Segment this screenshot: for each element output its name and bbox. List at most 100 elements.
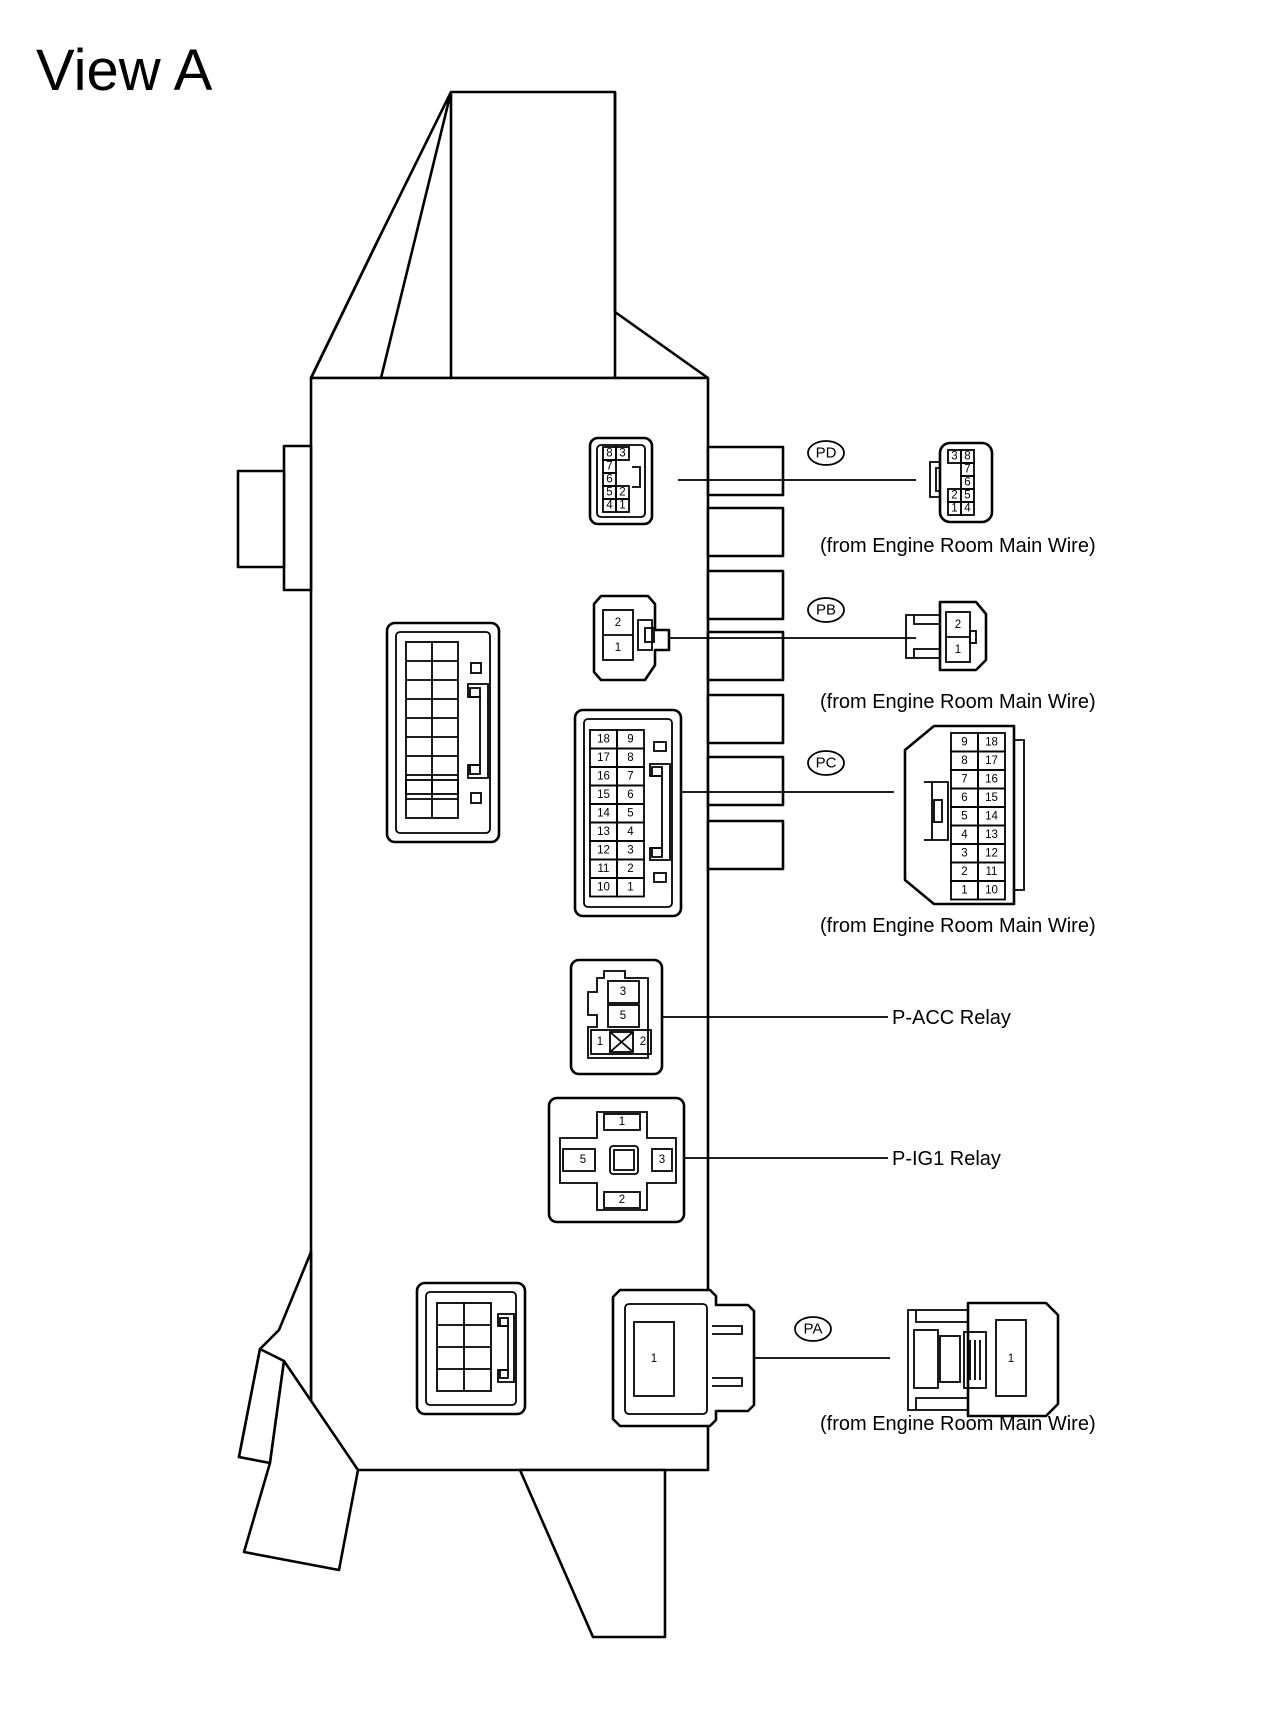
pc-box-pin-label: 3 xyxy=(627,844,633,856)
svg-text:1: 1 xyxy=(651,1353,657,1365)
pd-box-pin-label: 1 xyxy=(619,500,625,512)
pc-plug-pin-label: 3 xyxy=(961,847,967,859)
pc-plug-pin-label: 6 xyxy=(961,792,967,804)
svg-text:2: 2 xyxy=(619,1194,625,1206)
svg-text:1: 1 xyxy=(619,1116,625,1128)
pc-plug-pin-label: 14 xyxy=(985,810,998,822)
pc-box-pin-label: 2 xyxy=(627,863,633,875)
connector-pc-source: (from Engine Room Main Wire) xyxy=(820,915,1096,937)
pc-box-pin-label: 14 xyxy=(597,807,610,819)
pd-box-pin-label: 4 xyxy=(606,500,613,512)
pc-box-pin-label: 13 xyxy=(597,826,610,838)
pc-box-pin-label: 4 xyxy=(627,826,634,838)
pc-box-pin-label: 5 xyxy=(627,807,633,819)
svg-text:5: 5 xyxy=(620,1010,626,1022)
pb-box-pin-label: 1 xyxy=(615,642,621,654)
pd-box-pin-label: 2 xyxy=(619,487,625,499)
view-title: View A xyxy=(36,38,213,103)
pc-plug-pin-label: 16 xyxy=(985,773,998,785)
pb-plug-pin-label: 1 xyxy=(955,644,961,656)
pc-box-pin-label: 15 xyxy=(597,789,610,801)
pc-box-pin-label: 18 xyxy=(597,733,610,745)
connector-pc-tag: PC xyxy=(807,750,845,776)
svg-text:1: 1 xyxy=(597,1036,603,1048)
pd-box-cell xyxy=(615,498,630,513)
pc-box-pin-label: 16 xyxy=(597,770,610,782)
pd-box-pin-label: 8 xyxy=(606,448,612,460)
pc-plug-pin-label: 8 xyxy=(961,755,967,767)
pd-box-pin-label: 6 xyxy=(606,474,612,486)
pc-box-pin-label: 12 xyxy=(597,844,610,856)
pc-box-cell xyxy=(616,877,645,898)
pd-plug-pin-label: 3 xyxy=(951,451,957,463)
pd-box-pin-label: 3 xyxy=(619,448,625,460)
svg-text:3: 3 xyxy=(659,1154,665,1166)
unlabeled-connector-small xyxy=(415,1281,527,1416)
pc-plug-pin-label: 13 xyxy=(985,829,998,841)
connector-pd-tag: PD xyxy=(807,440,845,466)
relay-p-ig1-label: P-IG1 Relay xyxy=(892,1148,1001,1170)
connector-pd-source: (from Engine Room Main Wire) xyxy=(820,535,1096,557)
connector-pa-tag: PA xyxy=(794,1316,832,1342)
svg-text:2: 2 xyxy=(640,1036,646,1048)
pd-box-pin-label: 7 xyxy=(606,461,612,473)
pc-plug-pin-label: 11 xyxy=(986,866,998,878)
pc-plug-pin-label: 4 xyxy=(961,829,968,841)
pc-plug-pin-label: 9 xyxy=(961,736,967,748)
pb-box-pin-label: 2 xyxy=(615,617,621,629)
relay-p-acc-socket: 3 5 1 2 xyxy=(569,958,664,1076)
pc-box-pin-label: 10 xyxy=(597,881,610,893)
pc-box-pin-label: 11 xyxy=(598,863,610,875)
pc-box-pin-label: 8 xyxy=(627,752,633,764)
pc-box-pin-label: 9 xyxy=(627,733,633,745)
pd-plug-pin-label: 2 xyxy=(951,490,957,502)
relay-p-ig1-socket: 1 5 3 2 xyxy=(547,1096,686,1224)
pc-plug-pin-label: 17 xyxy=(985,755,998,767)
pc-plug-pin-label: 18 xyxy=(985,736,998,748)
pd-plug-pin-label: 7 xyxy=(964,464,970,476)
svg-text:PB: PB xyxy=(816,602,836,619)
pc-plug-pin-label: 7 xyxy=(961,773,967,785)
pc-plug-pin-label: 12 xyxy=(985,847,998,859)
connector-pb-source: (from Engine Room Main Wire) xyxy=(820,691,1096,713)
pc-plug-pin-label: 10 xyxy=(985,884,998,896)
pd-plug-pin-label: 8 xyxy=(964,451,970,463)
svg-text:PA: PA xyxy=(804,1321,823,1338)
svg-text:PD: PD xyxy=(816,445,837,462)
pc-plug-pin-label: 15 xyxy=(985,792,998,804)
pd-box-pin-label: 5 xyxy=(606,487,612,499)
pc-box-pin-label: 7 xyxy=(627,770,633,782)
svg-text:1: 1 xyxy=(1008,1353,1014,1365)
connector-pb-tag: PB xyxy=(807,597,845,623)
svg-text:PC: PC xyxy=(816,755,837,772)
connector-pa-box: 1 xyxy=(611,1288,756,1428)
pc-box-pin-label: 17 xyxy=(597,752,610,764)
pc-plug-pin-label: 5 xyxy=(961,810,967,822)
connector-pb-box: 21 xyxy=(592,594,671,682)
pc-box-pin-label: 6 xyxy=(627,789,633,801)
pc-plug-cell xyxy=(977,880,1006,901)
pd-plug-cell xyxy=(960,501,975,516)
connector-pb-plug: 21 xyxy=(905,600,988,672)
pc-plug-pin-label: 1 xyxy=(961,884,967,896)
relay-p-acc-label: P-ACC Relay xyxy=(892,1007,1011,1029)
connector-pa-source: (from Engine Room Main Wire) xyxy=(820,1413,1096,1435)
svg-text:3: 3 xyxy=(620,986,626,998)
pb-plug-pin-label: 2 xyxy=(955,619,961,631)
svg-text:5: 5 xyxy=(580,1154,586,1166)
unlabeled-connector-large xyxy=(385,621,501,844)
pd-plug-pin-label: 5 xyxy=(964,490,970,502)
connector-pc-box: 18 9 17 8 16 7 15 6 14 5 13 4 12 3 11 2 10 1 xyxy=(573,708,683,918)
pd-plug-pin-label: 1 xyxy=(951,503,957,515)
pd-plug-pin-label: 6 xyxy=(964,477,970,489)
pd-plug-pin-label: 4 xyxy=(964,503,971,515)
pd-box-cell xyxy=(615,446,630,461)
pc-plug-pin-label: 2 xyxy=(961,866,967,878)
junction-block-housing xyxy=(236,90,785,1639)
pc-box-pin-label: 1 xyxy=(627,881,633,893)
connector-pa-plug: 1 xyxy=(907,1301,1060,1418)
